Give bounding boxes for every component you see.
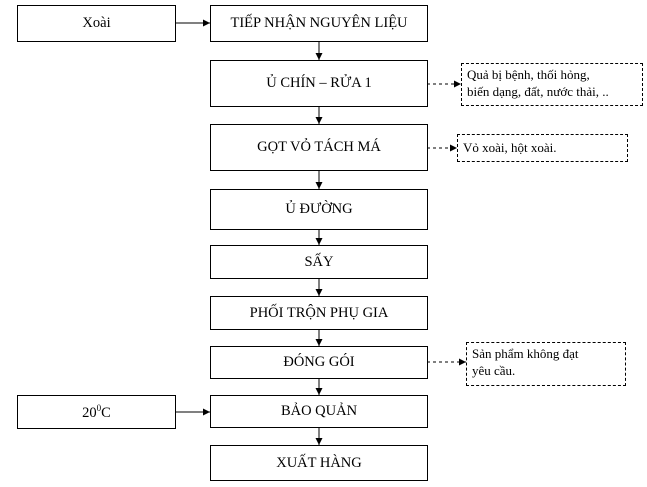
step-label: SẤY xyxy=(304,253,334,270)
input-raw-mango: Xoài xyxy=(17,5,176,42)
note-line: Quả bị bệnh, thối hỏng, xyxy=(467,67,590,82)
note-ripen-waste: Quả bị bệnh, thối hỏng, biến dạng, đất, … xyxy=(461,63,643,106)
step-pack: ĐÓNG GÓI xyxy=(210,346,428,379)
step-mix-additives: PHỐI TRỘN PHỤ GIA xyxy=(210,296,428,330)
step-dry: SẤY xyxy=(210,245,428,279)
step-label: BẢO QUẢN xyxy=(280,403,358,419)
note-pack-reject: Sản phẩm không đạt yêu cầu. xyxy=(466,342,626,386)
note-line: yêu cầu. xyxy=(472,363,516,378)
note-line: Sản phẩm không đạt xyxy=(472,346,579,361)
step-label: ĐÓNG GÓI xyxy=(283,354,355,370)
step-storage: BẢO QUẢN xyxy=(210,395,428,428)
step-label: GỌT VỎ TÁCH MÁ xyxy=(257,139,381,155)
step-label: Ủ CHÍN – RỬA 1 xyxy=(266,75,372,91)
step-ripen-wash: Ủ CHÍN – RỬA 1 xyxy=(210,60,428,107)
note-line: Vỏ xoài, hột xoài. xyxy=(463,140,557,155)
step-label: TIẾP NHẬN NGUYÊN LIỆU xyxy=(230,15,408,31)
step-label: XUẤT HÀNG xyxy=(276,454,362,471)
input-raw-mango-label: Xoài xyxy=(82,15,111,31)
input-temperature: 200C xyxy=(17,395,176,429)
step-label: Ủ ĐƯỜNG xyxy=(285,201,353,217)
note-peel-waste: Vỏ xoài, hột xoài. xyxy=(457,134,628,162)
note-line: biến dạng, đất, nước thải, .. xyxy=(467,84,609,99)
step-ship: XUẤT HÀNG xyxy=(210,445,428,481)
step-label: PHỐI TRỘN PHỤ GIA xyxy=(249,304,389,321)
step-sugar-infuse: Ủ ĐƯỜNG xyxy=(210,189,428,230)
step-peel-cut: GỌT VỎ TÁCH MÁ xyxy=(210,124,428,171)
input-temperature-label: 200C xyxy=(82,402,111,421)
step-receive-materials: TIẾP NHẬN NGUYÊN LIỆU xyxy=(210,5,428,42)
